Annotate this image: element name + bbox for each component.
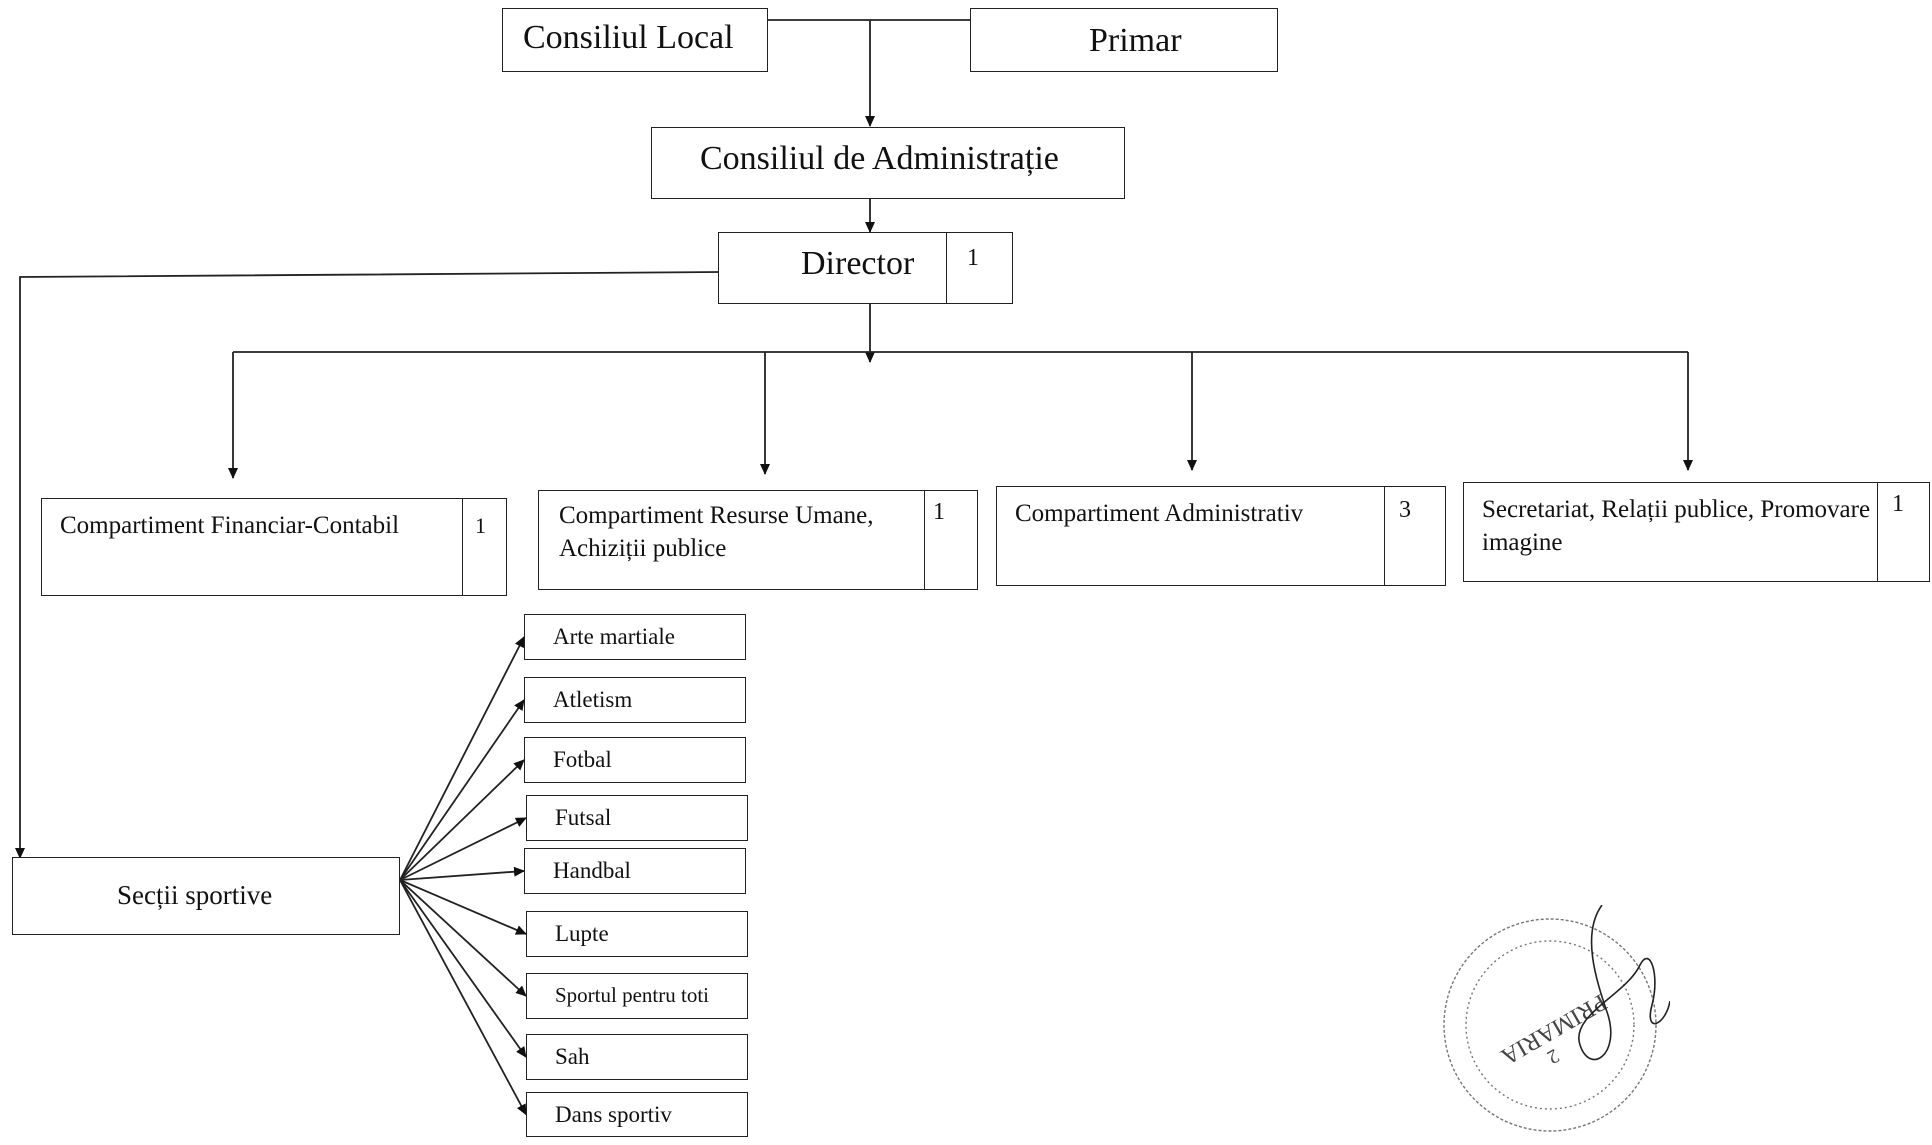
connector-sectii-to-sport xyxy=(399,699,525,881)
sport-section-box: Handbal xyxy=(524,848,746,894)
primar-box: Primar xyxy=(970,8,1278,72)
department-count: 1 xyxy=(1892,491,1904,517)
connector-sectii-to-sport xyxy=(399,879,527,935)
stamp-number: 2 xyxy=(1543,1044,1563,1068)
sport-section-box: Lupte xyxy=(526,911,748,957)
director-count-cell xyxy=(946,233,947,303)
sport-section-label: Handbal xyxy=(553,858,631,883)
connector-sectii-to-sport xyxy=(399,759,525,881)
connector-sectii-to-sport xyxy=(399,879,527,1116)
department-count: 1 xyxy=(933,499,945,525)
connector-director-to-sectii xyxy=(15,271,721,859)
primar-label: Primar xyxy=(1089,22,1182,59)
consiliul-administratie-box: Consiliul de Administrație xyxy=(651,127,1125,199)
sport-section-box: Atletism xyxy=(524,677,746,723)
connector-sectii-to-sport xyxy=(399,879,527,1058)
department-financiar-contabil: Compartiment Financiar-Contabil 1 xyxy=(41,498,507,596)
department-label: Compartiment Financiar-Contabil xyxy=(60,512,400,539)
sport-section-box: Fotbal xyxy=(524,737,746,783)
sport-section-label: Fotbal xyxy=(553,747,612,772)
sport-section-box: Dans sportiv xyxy=(526,1092,748,1137)
sport-section-label: Lupte xyxy=(555,921,609,946)
department-count-cell xyxy=(1384,487,1385,585)
sport-section-box: Sportul pentru toti xyxy=(526,973,748,1019)
connector-sectii-to-sport xyxy=(399,817,527,881)
sport-section-label: Sah xyxy=(555,1044,590,1069)
director-label: Director xyxy=(801,245,915,282)
department-count: 1 xyxy=(475,513,486,538)
department-label: Compartiment Administrativ xyxy=(1015,500,1304,527)
sport-section-box: Arte martiale xyxy=(524,614,746,660)
department-label: Compartiment Resurse Umane, Achiziții pu… xyxy=(559,502,874,562)
sport-section-label: Atletism xyxy=(553,687,633,712)
consiliul-administratie-label: Consiliul de Administrație xyxy=(700,140,1059,177)
department-resurse-umane: Compartiment Resurse Umane, Achiziții pu… xyxy=(538,490,978,590)
connector-sectii-to-sport xyxy=(399,879,527,997)
sport-section-label: Sportul pentru toti xyxy=(555,983,709,1007)
department-secretariat: Secretariat, Relații publice, Promovare … xyxy=(1463,482,1930,582)
sport-section-label: Arte martiale xyxy=(553,624,675,649)
official-stamp: PRIMARIA 2 xyxy=(1443,905,1670,1132)
sport-section-label: Futsal xyxy=(555,805,612,830)
sectii-sportive-label: Secții sportive xyxy=(117,880,273,910)
sport-section-label: Dans sportiv xyxy=(555,1102,672,1127)
consiliul-local-box: Consiliul Local xyxy=(502,8,768,72)
consiliul-local-label: Consiliul Local xyxy=(523,19,734,56)
department-count-cell xyxy=(924,491,925,589)
connector-sectii-to-sport xyxy=(399,636,525,881)
director-count: 1 xyxy=(967,245,979,271)
department-count-cell xyxy=(1877,483,1878,581)
connector-sectii-to-sport xyxy=(399,866,525,881)
director-box: Director 1 xyxy=(718,232,1013,304)
sport-section-box: Sah xyxy=(526,1034,748,1080)
sectii-sportive-box: Secții sportive xyxy=(12,857,400,935)
department-administrativ: Compartiment Administrativ 3 xyxy=(996,486,1446,586)
department-count: 3 xyxy=(1399,497,1411,523)
department-label: Secretariat, Relații publice, Promovare … xyxy=(1482,496,1871,556)
department-count-cell xyxy=(462,499,463,595)
sport-section-box: Futsal xyxy=(526,795,748,841)
signature-stroke xyxy=(1578,905,1670,1061)
